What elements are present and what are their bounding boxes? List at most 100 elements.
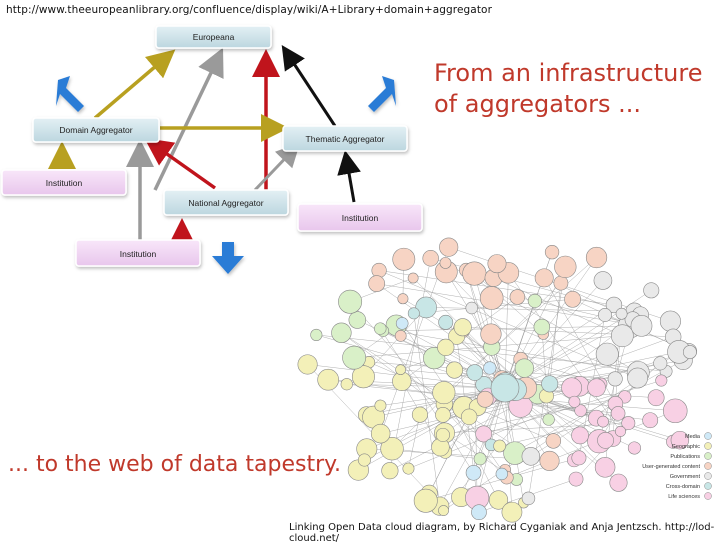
heading-line: of aggregators ... — [434, 89, 702, 120]
lod-node — [502, 502, 522, 522]
legend-label: Government — [670, 474, 701, 480]
lod-node — [439, 315, 453, 329]
lod-node — [572, 427, 589, 444]
lod-node — [611, 325, 633, 347]
lod-node — [540, 451, 559, 470]
lod-node — [615, 426, 625, 436]
legend-swatch — [705, 433, 712, 440]
node-label: Institution — [342, 213, 379, 223]
node-label: Institution — [120, 249, 157, 259]
lod-node — [371, 424, 390, 443]
lod-node — [631, 315, 652, 336]
lod-node — [403, 463, 414, 474]
lod-node — [437, 339, 454, 356]
lod-node — [372, 263, 387, 278]
lod-node — [467, 365, 483, 381]
lod-node — [398, 294, 408, 304]
legend-label: Geographic — [672, 444, 701, 450]
lod-node — [608, 372, 622, 386]
legend-swatch — [705, 483, 712, 490]
lod-node — [543, 414, 555, 426]
lod-node — [454, 319, 471, 336]
node-national-aggregator: National Aggregator — [164, 190, 288, 215]
lod-node — [522, 492, 535, 505]
lod-node — [375, 400, 386, 411]
lod-node — [654, 357, 667, 370]
lod-node — [332, 323, 352, 343]
lod-node — [663, 399, 687, 423]
lod-node — [396, 317, 408, 329]
lod-node — [412, 407, 427, 422]
lod-node — [461, 409, 477, 425]
figure-caption: Linking Open Data cloud diagram, by Rich… — [289, 522, 720, 544]
lod-node — [474, 453, 486, 465]
legend-swatch — [705, 453, 712, 460]
heading-line: From an infrastructure — [434, 58, 702, 89]
node-institution-left: Institution — [2, 170, 126, 195]
node-label: National Aggregator — [188, 198, 263, 208]
lod-link — [408, 415, 419, 469]
lod-node — [484, 362, 497, 375]
node-institution-bottom: Institution — [76, 240, 200, 266]
lod-node — [534, 319, 550, 335]
lod-node — [433, 381, 455, 403]
node-institution-right: Institution — [298, 204, 422, 231]
lod-cloud-diagram — [298, 238, 697, 522]
lod-node — [393, 248, 415, 270]
legend-label: Cross-domain — [666, 484, 700, 490]
lod-node — [463, 262, 487, 286]
lod-node — [528, 294, 541, 307]
lod-node — [572, 451, 586, 465]
node-label: Europeana — [193, 32, 235, 42]
node-domain-aggregator: Domain Aggregator — [33, 118, 159, 142]
lod-node — [439, 238, 458, 257]
lod-node — [643, 413, 658, 428]
lod-node — [660, 311, 680, 331]
lod-node — [598, 308, 611, 321]
legend-label: User-generated content — [642, 464, 700, 470]
lod-node — [648, 390, 664, 406]
lod-node — [656, 375, 667, 386]
blue-arrow-topright — [368, 76, 396, 112]
lod-node — [338, 290, 361, 313]
lod-node — [488, 255, 506, 273]
lod-node — [466, 465, 481, 480]
lod-node — [382, 462, 399, 479]
legend-swatch — [705, 443, 712, 450]
lod-node — [440, 257, 451, 268]
lod-node — [628, 442, 640, 454]
node-label: Institution — [46, 178, 83, 188]
legend-label: Life sciences — [668, 494, 700, 500]
lod-node — [374, 323, 386, 335]
arrow-national-to-thematic — [255, 147, 296, 190]
heading-web-of-data: ... to the web of data tapestry. — [8, 452, 341, 477]
lod-node — [562, 378, 582, 398]
lod-node — [477, 391, 493, 407]
lod-node — [611, 406, 625, 420]
arrow-thematic-to-europeana — [285, 50, 335, 126]
lod-node — [596, 343, 618, 365]
legend-label: Publications — [670, 454, 700, 460]
lod-node — [369, 276, 385, 292]
legend-swatch — [705, 473, 712, 480]
lod-node — [395, 330, 406, 341]
lod-node — [358, 454, 370, 466]
lod-node — [628, 368, 648, 388]
lod-link — [341, 333, 491, 445]
lod-node — [597, 432, 613, 448]
lod-node — [311, 329, 322, 340]
lod-node — [535, 269, 553, 287]
lod-node — [510, 290, 525, 305]
lod-node — [554, 256, 576, 278]
lod-node — [318, 369, 339, 390]
lod-node — [414, 489, 437, 512]
lod-node — [569, 472, 583, 486]
legend-swatch — [705, 493, 712, 500]
lod-node — [408, 273, 418, 283]
lod-node — [610, 474, 627, 491]
blue-arrow-down — [212, 242, 244, 274]
lod-node — [683, 345, 696, 358]
lod-node — [481, 324, 502, 345]
lod-node — [545, 245, 559, 259]
lod-node — [496, 468, 508, 480]
